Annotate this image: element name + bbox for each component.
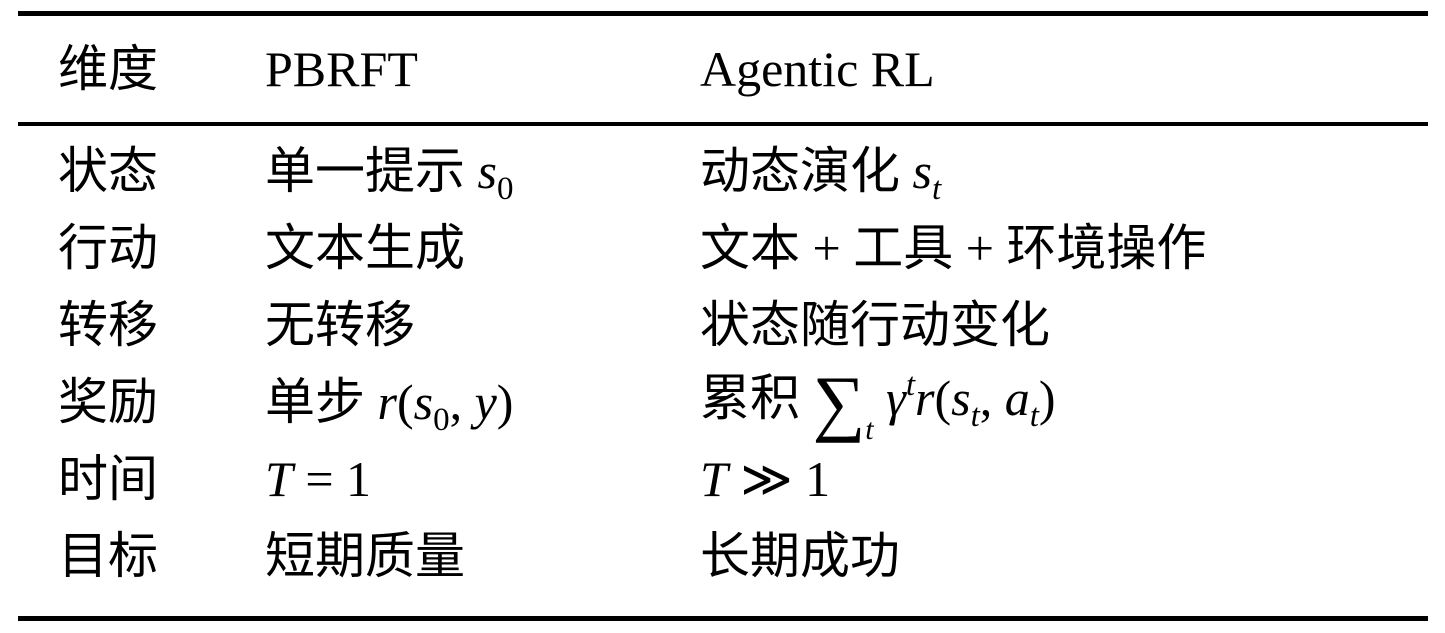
summation-symbol: ∑ (812, 362, 866, 444)
table-row: 行动 文本生成 文本 + 工具 + 环境操作 (18, 209, 1428, 286)
cell-pbrft: 文本生成 (265, 219, 465, 276)
cell-dimension: 奖励 (58, 373, 158, 430)
cell-agentic-rl: 长期成功 (700, 527, 900, 584)
cell-dimension: 转移 (58, 296, 158, 353)
cell-agentic-rl: 累积 ∑t γtr(st, at) (700, 362, 1056, 446)
cell-pbrft: 短期质量 (265, 527, 465, 584)
cell-pbrft: 单步 r(s0, y) (265, 373, 514, 438)
cell-agentic-rl: 动态演化 st (700, 142, 942, 207)
cell-pbrft: 无转移 (265, 296, 415, 353)
cell-agentic-rl: 状态随行动变化 (700, 296, 1050, 353)
cell-dimension: 时间 (58, 450, 158, 507)
table-row: 奖励 单步 r(s0, y) 累积 ∑t γtr(st, at) (18, 362, 1428, 446)
table-body: 状态 单一提示 s0 动态演化 st 行动 文本生成 文本 + 工具 + 环境操作转移 无转… (18, 126, 1428, 612)
cell-pbrft: 单一提示 s0 (265, 142, 514, 207)
header-dimension: 维度 (58, 41, 158, 97)
cell-pbrft: T = 1 (265, 450, 372, 507)
table-row: 状态 单一提示 s0 动态演化 st (18, 132, 1428, 209)
header-agentic-rl: Agentic RL (700, 41, 935, 97)
comparison-table: 维度 PBRFT Agentic RL 状态 单一提示 s0 动态演化 st 行动 文本… (18, 11, 1428, 621)
cell-agentic-rl: T ≫ 1 (700, 450, 831, 507)
header-pbrft: PBRFT (265, 41, 418, 97)
cell-dimension: 目标 (58, 527, 158, 584)
cell-dimension: 状态 (58, 142, 158, 199)
table-row: 转移 无转移 状态随行动变化 (18, 286, 1428, 363)
table-row: 目标 短期质量 长期成功 (18, 517, 1428, 594)
cell-agentic-rl: 文本 + 工具 + 环境操作 (700, 219, 1207, 276)
table-row: 时间 T = 1 T ≫ 1 (18, 440, 1428, 517)
cell-dimension: 行动 (58, 219, 158, 276)
table-header: 维度 PBRFT Agentic RL (18, 16, 1428, 126)
